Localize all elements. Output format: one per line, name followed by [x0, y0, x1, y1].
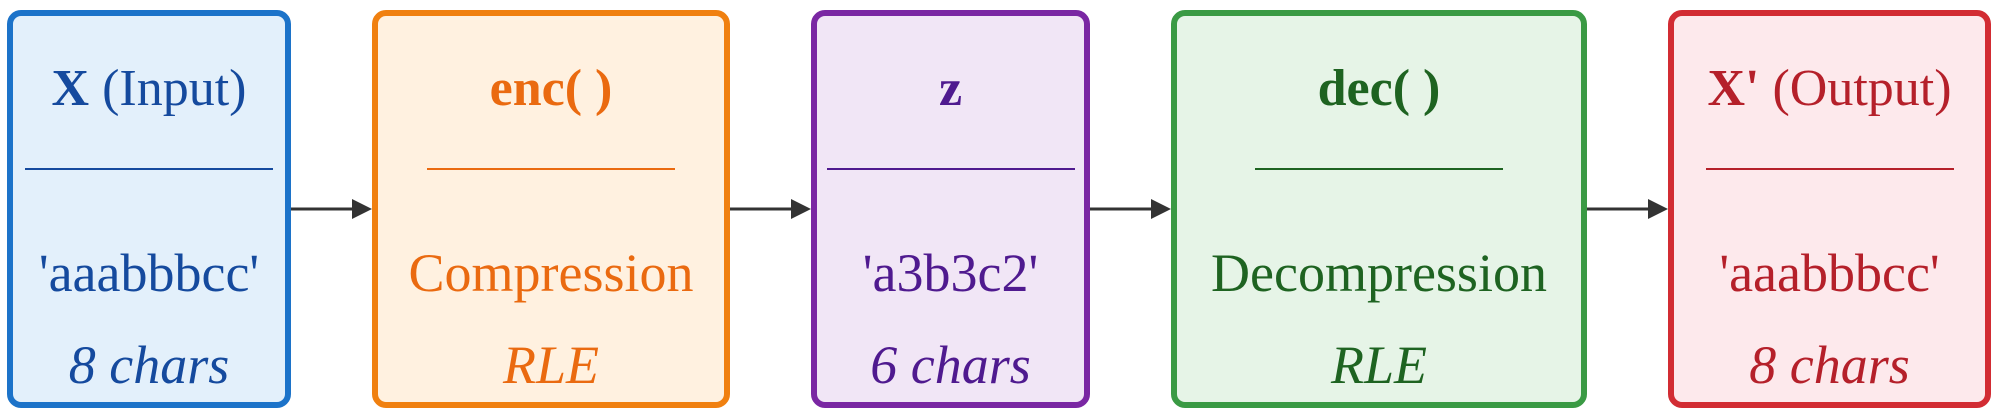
encoder-node-title: enc( ) — [378, 54, 724, 124]
arrow-enc-to-z — [730, 199, 811, 219]
encoder-method: RLE — [502, 335, 599, 395]
decoder-node: dec( ) Decompression RLE — [1171, 10, 1587, 408]
decoder-divider — [1255, 168, 1503, 170]
latent-value: 'a3b3c2' — [862, 243, 1039, 303]
output-label: (Output) — [1759, 60, 1952, 117]
arrow-dec-to-output — [1587, 199, 1668, 219]
latent-length: 6 chars — [870, 335, 1031, 395]
input-label: (Input) — [89, 60, 247, 117]
latent-symbol: z — [938, 60, 963, 117]
arrow-input-to-enc — [291, 199, 372, 219]
output-value: 'aaabbbcc' — [1719, 243, 1940, 303]
decoder-operation: Decompression — [1211, 243, 1547, 303]
decoder-node-title: dec( ) — [1177, 54, 1581, 124]
output-node: X' (Output) 'aaabbbcc' 8 chars — [1668, 10, 1991, 408]
arrow-z-to-dec — [1090, 199, 1171, 219]
input-length: 8 chars — [68, 335, 230, 395]
encoder-divider — [427, 168, 675, 170]
output-divider — [1705, 168, 1954, 170]
encoder-operation: Compression — [408, 243, 694, 303]
output-node-title: X' (Output) — [1674, 54, 1985, 124]
input-value: 'aaabbbcc' — [38, 243, 260, 303]
latent-node: z 'a3b3c2' 6 chars — [811, 10, 1090, 408]
decoder-method: RLE — [1330, 335, 1427, 395]
latent-divider — [826, 168, 1075, 170]
input-divider — [25, 168, 273, 170]
input-symbol: X — [51, 60, 90, 117]
input-node-title: X (Input) — [13, 54, 285, 124]
input-node: X (Input) 'aaabbbcc' 8 chars — [7, 10, 291, 408]
encoder-symbol: enc( ) — [489, 60, 613, 117]
output-length: 8 chars — [1749, 335, 1910, 395]
decoder-symbol: dec( ) — [1317, 60, 1441, 117]
encoder-node: enc( ) Compression RLE — [372, 10, 730, 408]
latent-node-title: z — [817, 54, 1084, 124]
output-symbol: X' — [1707, 60, 1760, 117]
